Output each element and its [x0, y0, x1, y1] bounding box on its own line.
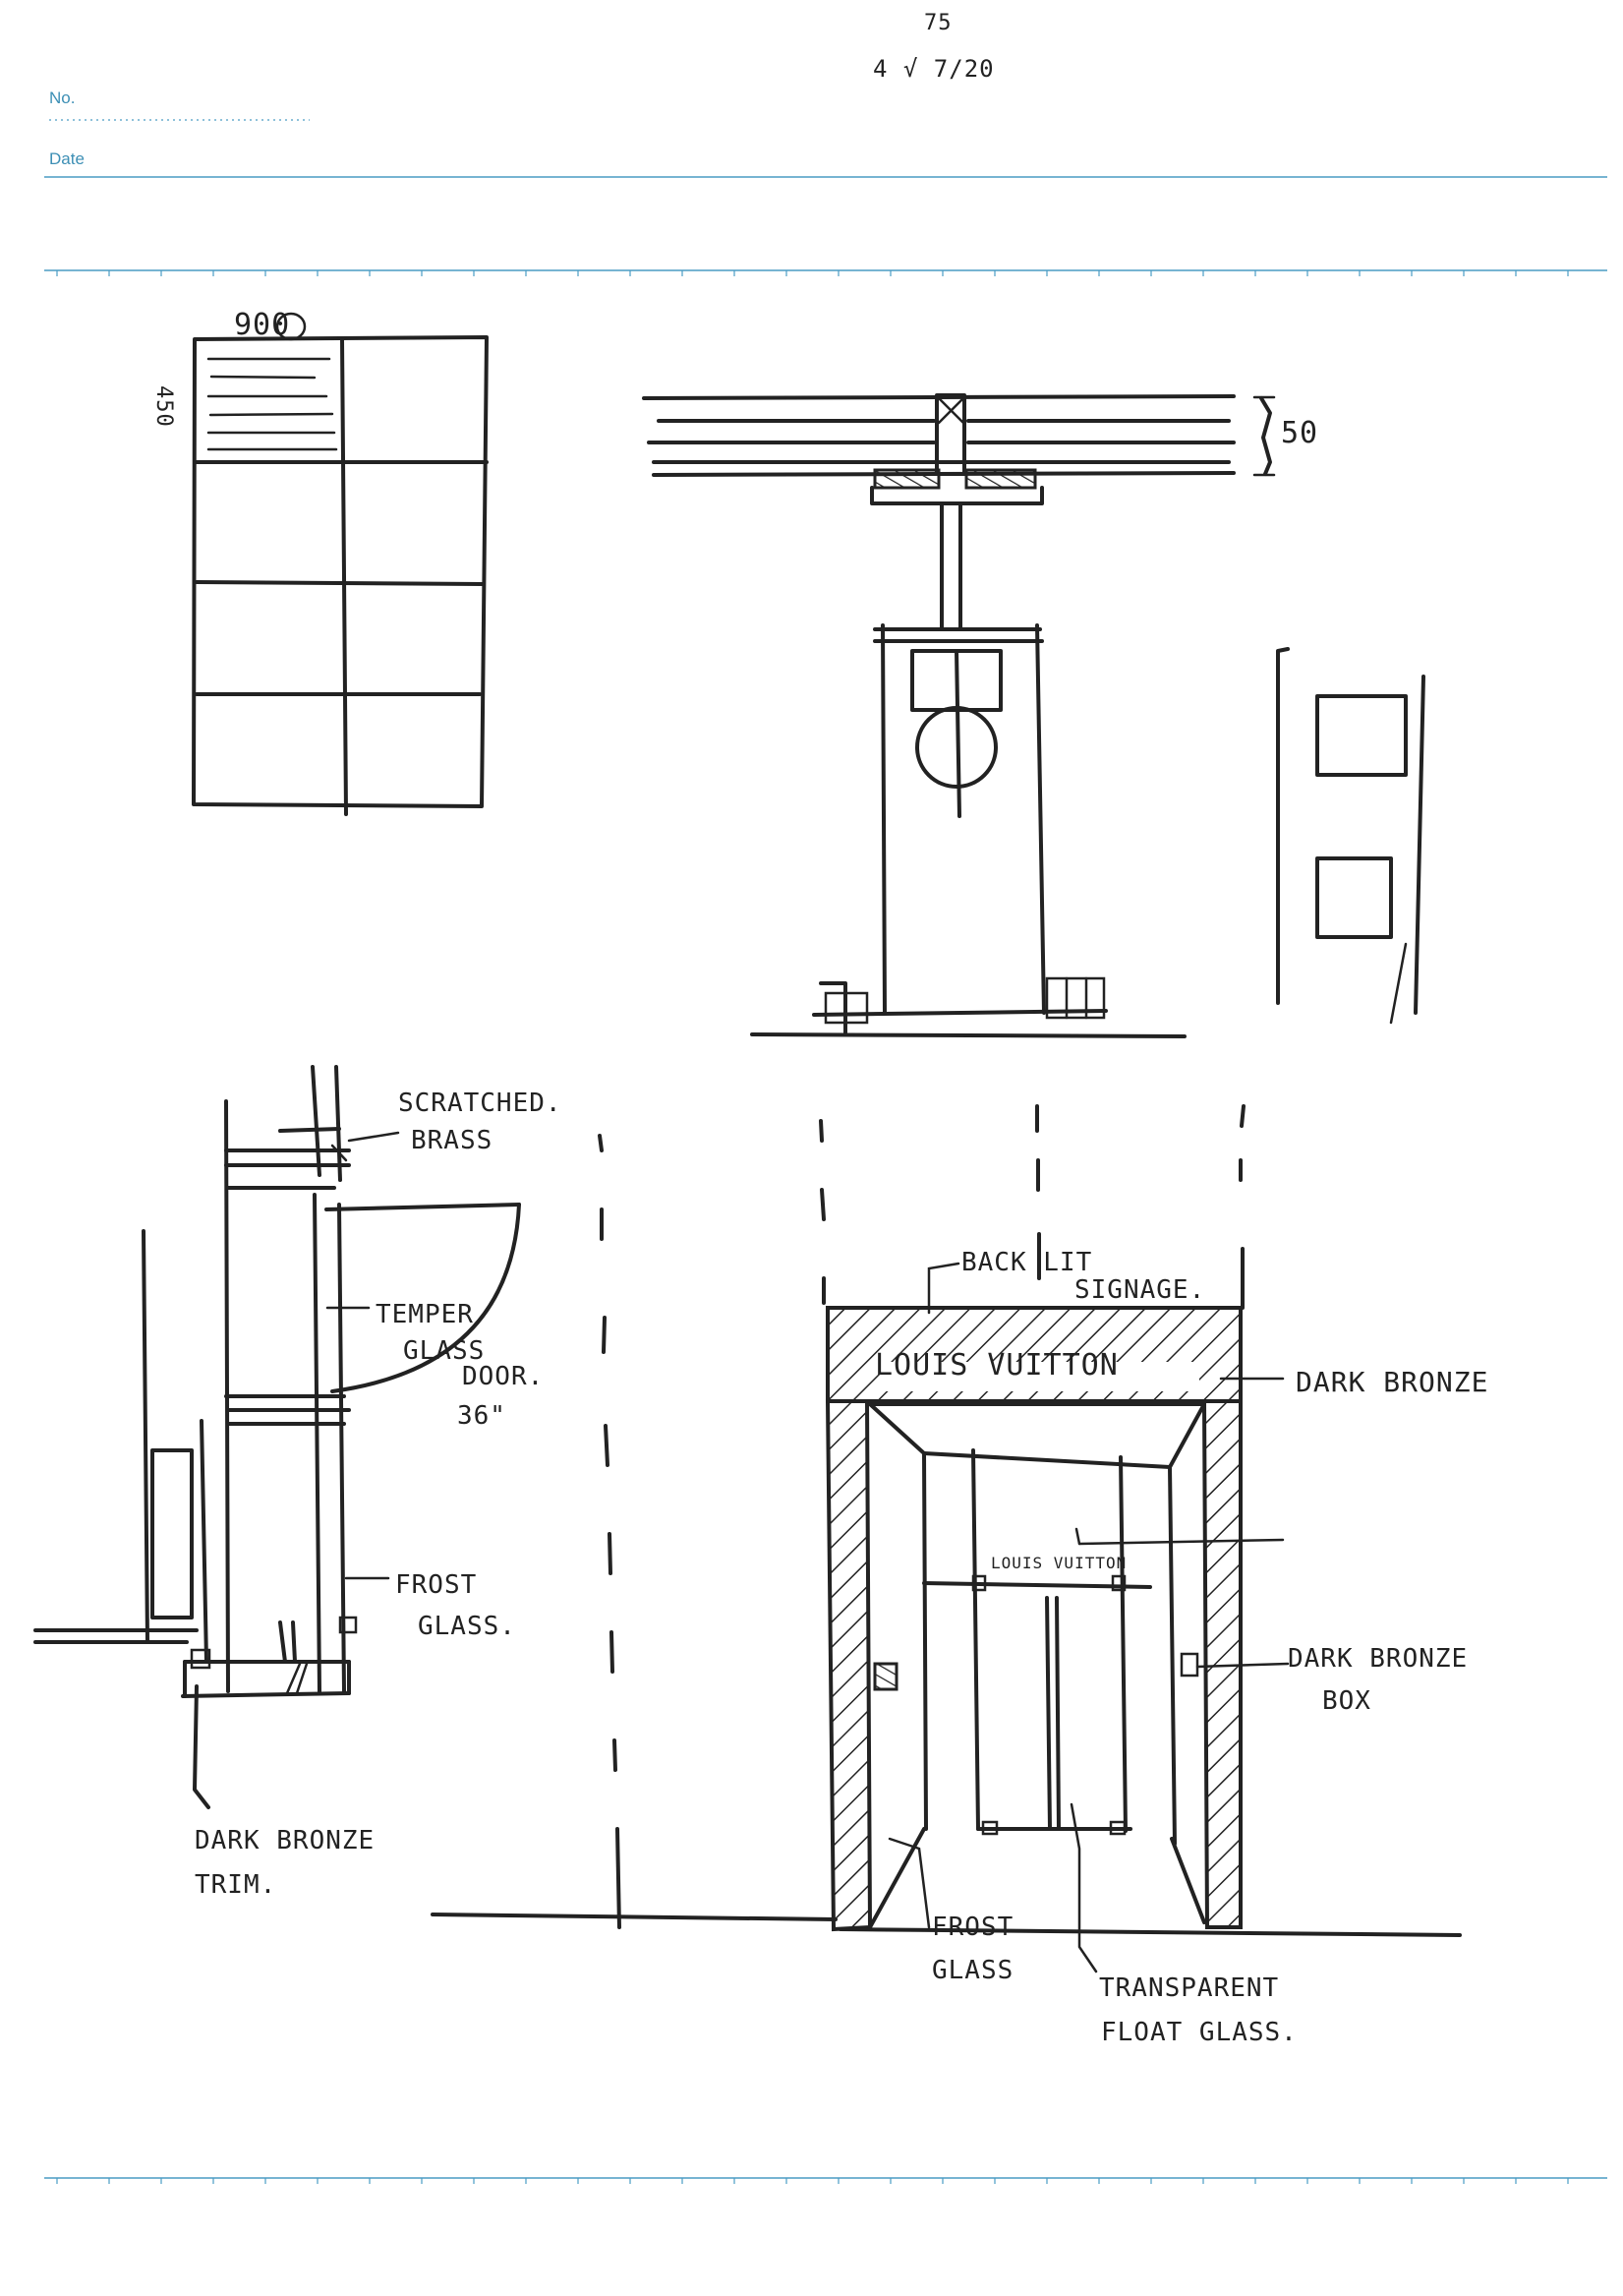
width-900-label: 900	[234, 308, 290, 342]
scratched-label-2: BRASS	[411, 1126, 493, 1155]
transparent-label-1: TRANSPARENT	[1099, 1973, 1279, 2003]
canopy-section: 50	[642, 393, 1318, 1038]
temper-label-2: GLASS	[403, 1336, 485, 1366]
scratched-label-1: SCRATCHED.	[398, 1089, 562, 1118]
temper-label-1: TEMPER	[376, 1300, 474, 1329]
sign-main-text: LOUIS VUITTON	[875, 1348, 1119, 1383]
panel-grid-elevation: 900 450	[151, 308, 489, 816]
temper-label-4: 36"	[457, 1401, 506, 1431]
door-section: SCRATCHED. BRASS TEMPER GLASS DOOR. 36" …	[33, 1065, 838, 1929]
bronze-box-label-1: DARK BRONZE	[1288, 1644, 1468, 1674]
no-label: No.	[49, 88, 76, 107]
sign-small-text: LOUIS VUITTON	[991, 1554, 1127, 1572]
frost-left-label-1: FROST	[395, 1570, 477, 1600]
dark-bronze-right-label: DARK BRONZE	[1296, 1366, 1488, 1398]
transparent-label-2: FLOAT GLASS.	[1101, 2018, 1298, 2047]
date-label: Date	[49, 149, 85, 168]
top-note: 75 4 √ 7/20	[873, 11, 995, 83]
top-note-number: 75	[924, 11, 953, 35]
frost-bottom-label-1: FROST	[932, 1913, 1014, 1942]
temper-label-3: DOOR.	[462, 1362, 544, 1391]
header-rules	[44, 119, 1607, 2184]
depth-50-label: 50	[1281, 416, 1318, 450]
side-panel-elevation	[1276, 647, 1425, 1025]
trim-label-2: TRIM.	[195, 1870, 276, 1900]
top-note-formula: 4 √ 7/20	[873, 55, 995, 83]
height-450-label: 450	[151, 385, 176, 428]
frost-bottom-label-2: GLASS	[932, 1956, 1014, 1985]
frost-left-label-2: GLASS.	[418, 1612, 516, 1641]
backlit-label-1: BACK LIT	[961, 1248, 1092, 1277]
backlit-label-2: SIGNAGE.	[1074, 1275, 1205, 1305]
trim-label-1: DARK BRONZE	[195, 1826, 375, 1855]
bronze-box-label-2: BOX	[1322, 1686, 1371, 1716]
storefront-elevation: LOUIS VUITTON LOUIS VUITTON	[819, 1104, 1488, 2047]
